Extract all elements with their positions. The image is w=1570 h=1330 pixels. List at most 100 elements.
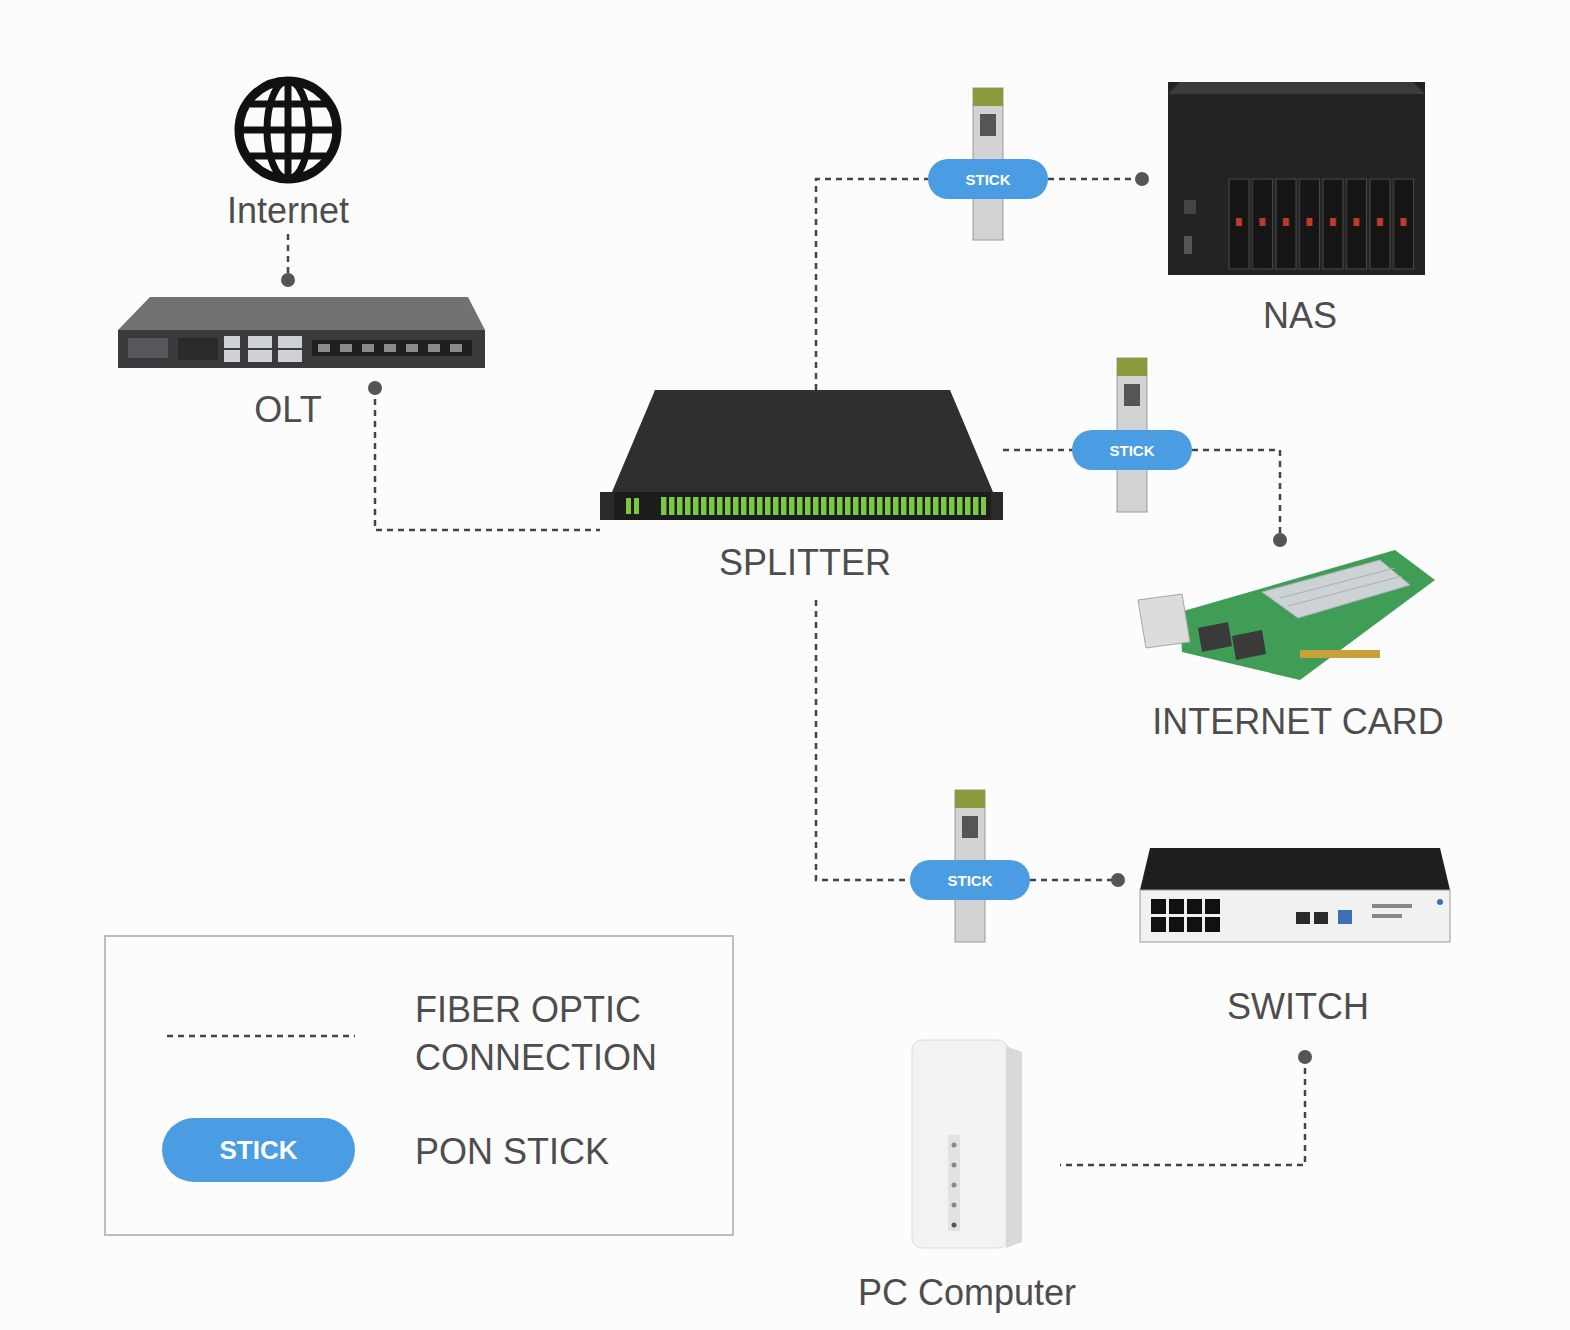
olt-device bbox=[118, 330, 485, 368]
olt-device bbox=[406, 344, 418, 352]
sfp-module bbox=[973, 88, 1003, 106]
olt-device bbox=[384, 344, 396, 352]
fiber-connection bbox=[1060, 1057, 1305, 1165]
device-label: OLT bbox=[254, 389, 321, 431]
network-card bbox=[1280, 568, 1395, 598]
olt-device bbox=[340, 344, 352, 352]
switch-device bbox=[1296, 912, 1310, 924]
pc-tower bbox=[952, 1143, 957, 1148]
connection-dot bbox=[1298, 1050, 1312, 1064]
sfp-module bbox=[1117, 358, 1147, 376]
connection-dot bbox=[1111, 873, 1125, 887]
fiber-connection bbox=[816, 600, 910, 880]
legend-line-sample bbox=[167, 1035, 355, 1038]
legend-text: FIBER OPTIC CONNECTION bbox=[415, 986, 715, 1082]
sfp-module bbox=[962, 816, 978, 838]
legend-line-sample bbox=[167, 1036, 355, 1037]
splitter-device bbox=[634, 498, 639, 514]
globe-icon bbox=[250, 153, 326, 160]
connection-dot bbox=[1135, 172, 1149, 186]
pon-stick: STICK bbox=[1072, 430, 1192, 470]
switch-device bbox=[1140, 848, 1450, 942]
switch-device bbox=[1314, 912, 1328, 924]
device-label: PC Computer bbox=[858, 1272, 1076, 1314]
network-card bbox=[1198, 622, 1232, 652]
device-label: NAS bbox=[1263, 295, 1337, 337]
device-label: SWITCH bbox=[1227, 986, 1369, 1028]
network-card bbox=[1232, 630, 1266, 660]
pc-tower bbox=[1006, 1046, 1022, 1248]
legend-swatch: STICK bbox=[162, 1118, 355, 1182]
network-card bbox=[1138, 550, 1435, 680]
pc-tower bbox=[912, 1040, 1022, 1248]
sfp-module bbox=[980, 114, 996, 136]
nas-device bbox=[1168, 82, 1425, 275]
network-card bbox=[1300, 650, 1380, 658]
nas-device bbox=[1168, 82, 1425, 275]
nas-device bbox=[1184, 200, 1196, 214]
olt-device bbox=[128, 338, 168, 358]
splitter-device bbox=[991, 492, 1003, 520]
stick-label: STICK bbox=[948, 872, 993, 889]
device-node: OLT bbox=[118, 280, 486, 388]
switch-device bbox=[1372, 904, 1412, 908]
switch-device bbox=[1140, 890, 1450, 942]
legend-text: PON STICK bbox=[415, 1128, 715, 1176]
splitter-device bbox=[612, 390, 993, 492]
pon-stick: STICK bbox=[910, 860, 1030, 900]
splitter-device bbox=[600, 492, 614, 520]
pc-tower bbox=[952, 1203, 957, 1208]
switch-device bbox=[1372, 914, 1402, 918]
network-card bbox=[1288, 576, 1402, 606]
connection-dot bbox=[368, 381, 382, 395]
globe-icon bbox=[240, 127, 336, 134]
network-card bbox=[1262, 560, 1410, 618]
device-node: SPLITTER bbox=[600, 390, 1003, 600]
olt-device bbox=[450, 344, 462, 352]
device-label: INTERNET CARD bbox=[1152, 701, 1443, 743]
device-node: PC Computer bbox=[912, 1038, 1060, 1250]
legend-frame bbox=[105, 936, 733, 1235]
fiber-connection bbox=[1048, 178, 1142, 181]
olt-device bbox=[118, 297, 485, 330]
pc-tower bbox=[952, 1223, 957, 1228]
splitter-device bbox=[626, 498, 631, 514]
device-node: SWITCH bbox=[1118, 848, 1450, 1057]
stick-label: STICK bbox=[966, 171, 1011, 188]
globe-icon bbox=[239, 81, 337, 179]
pc-tower bbox=[912, 1040, 1008, 1248]
olt-device bbox=[178, 338, 218, 360]
fiber-connection bbox=[816, 179, 928, 390]
connection-dot bbox=[281, 273, 295, 287]
nas-device bbox=[1228, 178, 1416, 270]
swatch-label: STICK bbox=[220, 1135, 298, 1166]
switch-device bbox=[1338, 910, 1352, 924]
pon-stick: STICK bbox=[928, 159, 1048, 199]
switch-device bbox=[1140, 848, 1450, 890]
sfp-module bbox=[955, 790, 985, 808]
olt-device bbox=[278, 350, 302, 362]
network-card bbox=[1138, 594, 1190, 648]
olt-device bbox=[118, 297, 485, 368]
olt-device bbox=[248, 350, 272, 362]
olt-device bbox=[428, 344, 440, 352]
device-label: Internet bbox=[227, 190, 349, 232]
pc-tower bbox=[952, 1163, 957, 1168]
connection-dot bbox=[1273, 533, 1287, 547]
olt-device bbox=[224, 336, 240, 348]
fiber-connection bbox=[1003, 449, 1072, 452]
olt-device bbox=[318, 344, 330, 352]
splitter-device bbox=[600, 390, 1003, 520]
olt-device bbox=[312, 340, 472, 356]
device-node: NAS bbox=[1142, 82, 1425, 275]
olt-device bbox=[224, 350, 240, 362]
sfp-module bbox=[1124, 384, 1140, 406]
device-node: INTERNET CARD bbox=[1135, 540, 1435, 685]
fiber-connection bbox=[1192, 450, 1280, 540]
nas-device bbox=[1184, 236, 1192, 254]
fiber-connection bbox=[375, 388, 600, 530]
switch-device bbox=[1437, 899, 1443, 905]
globe-icon bbox=[239, 81, 337, 179]
pc-tower bbox=[948, 1135, 960, 1231]
